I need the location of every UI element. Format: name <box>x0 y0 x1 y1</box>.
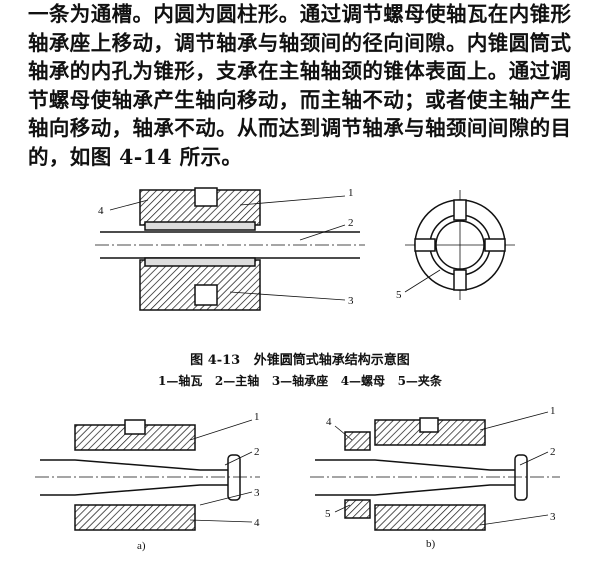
figure-4-14b-drawing <box>310 417 560 531</box>
text-line: 轴承的内孔为锥形，支承在主轴轴颈的锥体表面上。通过调 <box>28 59 572 83</box>
figure-caption: 图 4-13 外锥圆筒式轴承结构示意图 <box>190 353 410 368</box>
figure-4-13-section-drawing <box>95 187 365 311</box>
figure-legend: 1—轴瓦 2—主轴 3—轴承座 4—螺母 5—夹条 <box>158 374 442 388</box>
callout-b-1: 1 <box>550 405 556 417</box>
callout-a-3: 3 <box>254 487 260 499</box>
figure-4-13-end-view <box>405 190 515 300</box>
figure-4-14a-drawing <box>35 419 260 531</box>
text-line: 的，如图 4-14 所示。 <box>28 144 243 169</box>
callout-a-4: 4 <box>254 517 260 529</box>
body-paragraph: 一条为通槽。内圆为圆柱形。通过调节螺母使轴瓦在内锥形 轴承座上移动，调节轴承与轴… <box>28 0 580 171</box>
callout-b-5: 5 <box>325 508 331 520</box>
callout-1: 1 <box>348 187 354 199</box>
callout-2: 2 <box>348 217 354 229</box>
callout-4: 4 <box>98 205 104 217</box>
callout-3: 3 <box>348 295 354 307</box>
callout-a-1: 1 <box>254 411 260 423</box>
callout-b-4: 4 <box>326 416 332 428</box>
subfigure-label-a: a) <box>137 540 146 552</box>
subfigure-label-b: b) <box>426 538 436 550</box>
callout-b-2: 2 <box>550 446 556 458</box>
text-line: 轴向移动，轴承不动。从而达到调节轴承与轴颈间间隙的目 <box>28 116 572 140</box>
callout-a-2: 2 <box>254 446 260 458</box>
text-line: 轴承座上移动，调节轴承与轴颈间的径向间隙。内锥圆筒式 <box>28 30 572 55</box>
text-line: 节螺母使轴承产生轴向移动，而主轴不动；或者使主轴产生 <box>28 87 572 112</box>
callout-b-3: 3 <box>550 511 556 523</box>
text-line: 一条为通槽。内圆为圆柱形。通过调节螺母使轴瓦在内锥形 <box>28 2 572 26</box>
callout-5: 5 <box>396 289 402 301</box>
